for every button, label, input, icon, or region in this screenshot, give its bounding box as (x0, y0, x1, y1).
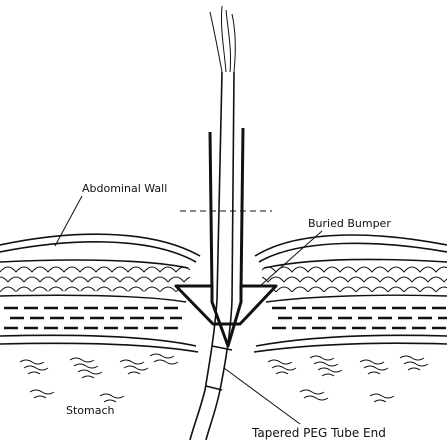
label-buried-bumper: Buried Bumper (308, 217, 391, 230)
gastric-mucosa (20, 354, 428, 402)
leader-lines (55, 196, 322, 424)
skin-layer (0, 234, 447, 268)
tube-tip-threads (210, 6, 235, 72)
label-tapered-tube-end: Tapered PEG Tube End (251, 426, 386, 440)
fascia-line (0, 295, 447, 302)
label-abdominal-wall: Abdominal Wall (82, 182, 167, 195)
peg-tract-sleeve (210, 128, 243, 292)
fat-layer (0, 267, 447, 292)
buried-bumper-shape (176, 286, 276, 346)
label-stomach: Stomach (66, 404, 115, 417)
